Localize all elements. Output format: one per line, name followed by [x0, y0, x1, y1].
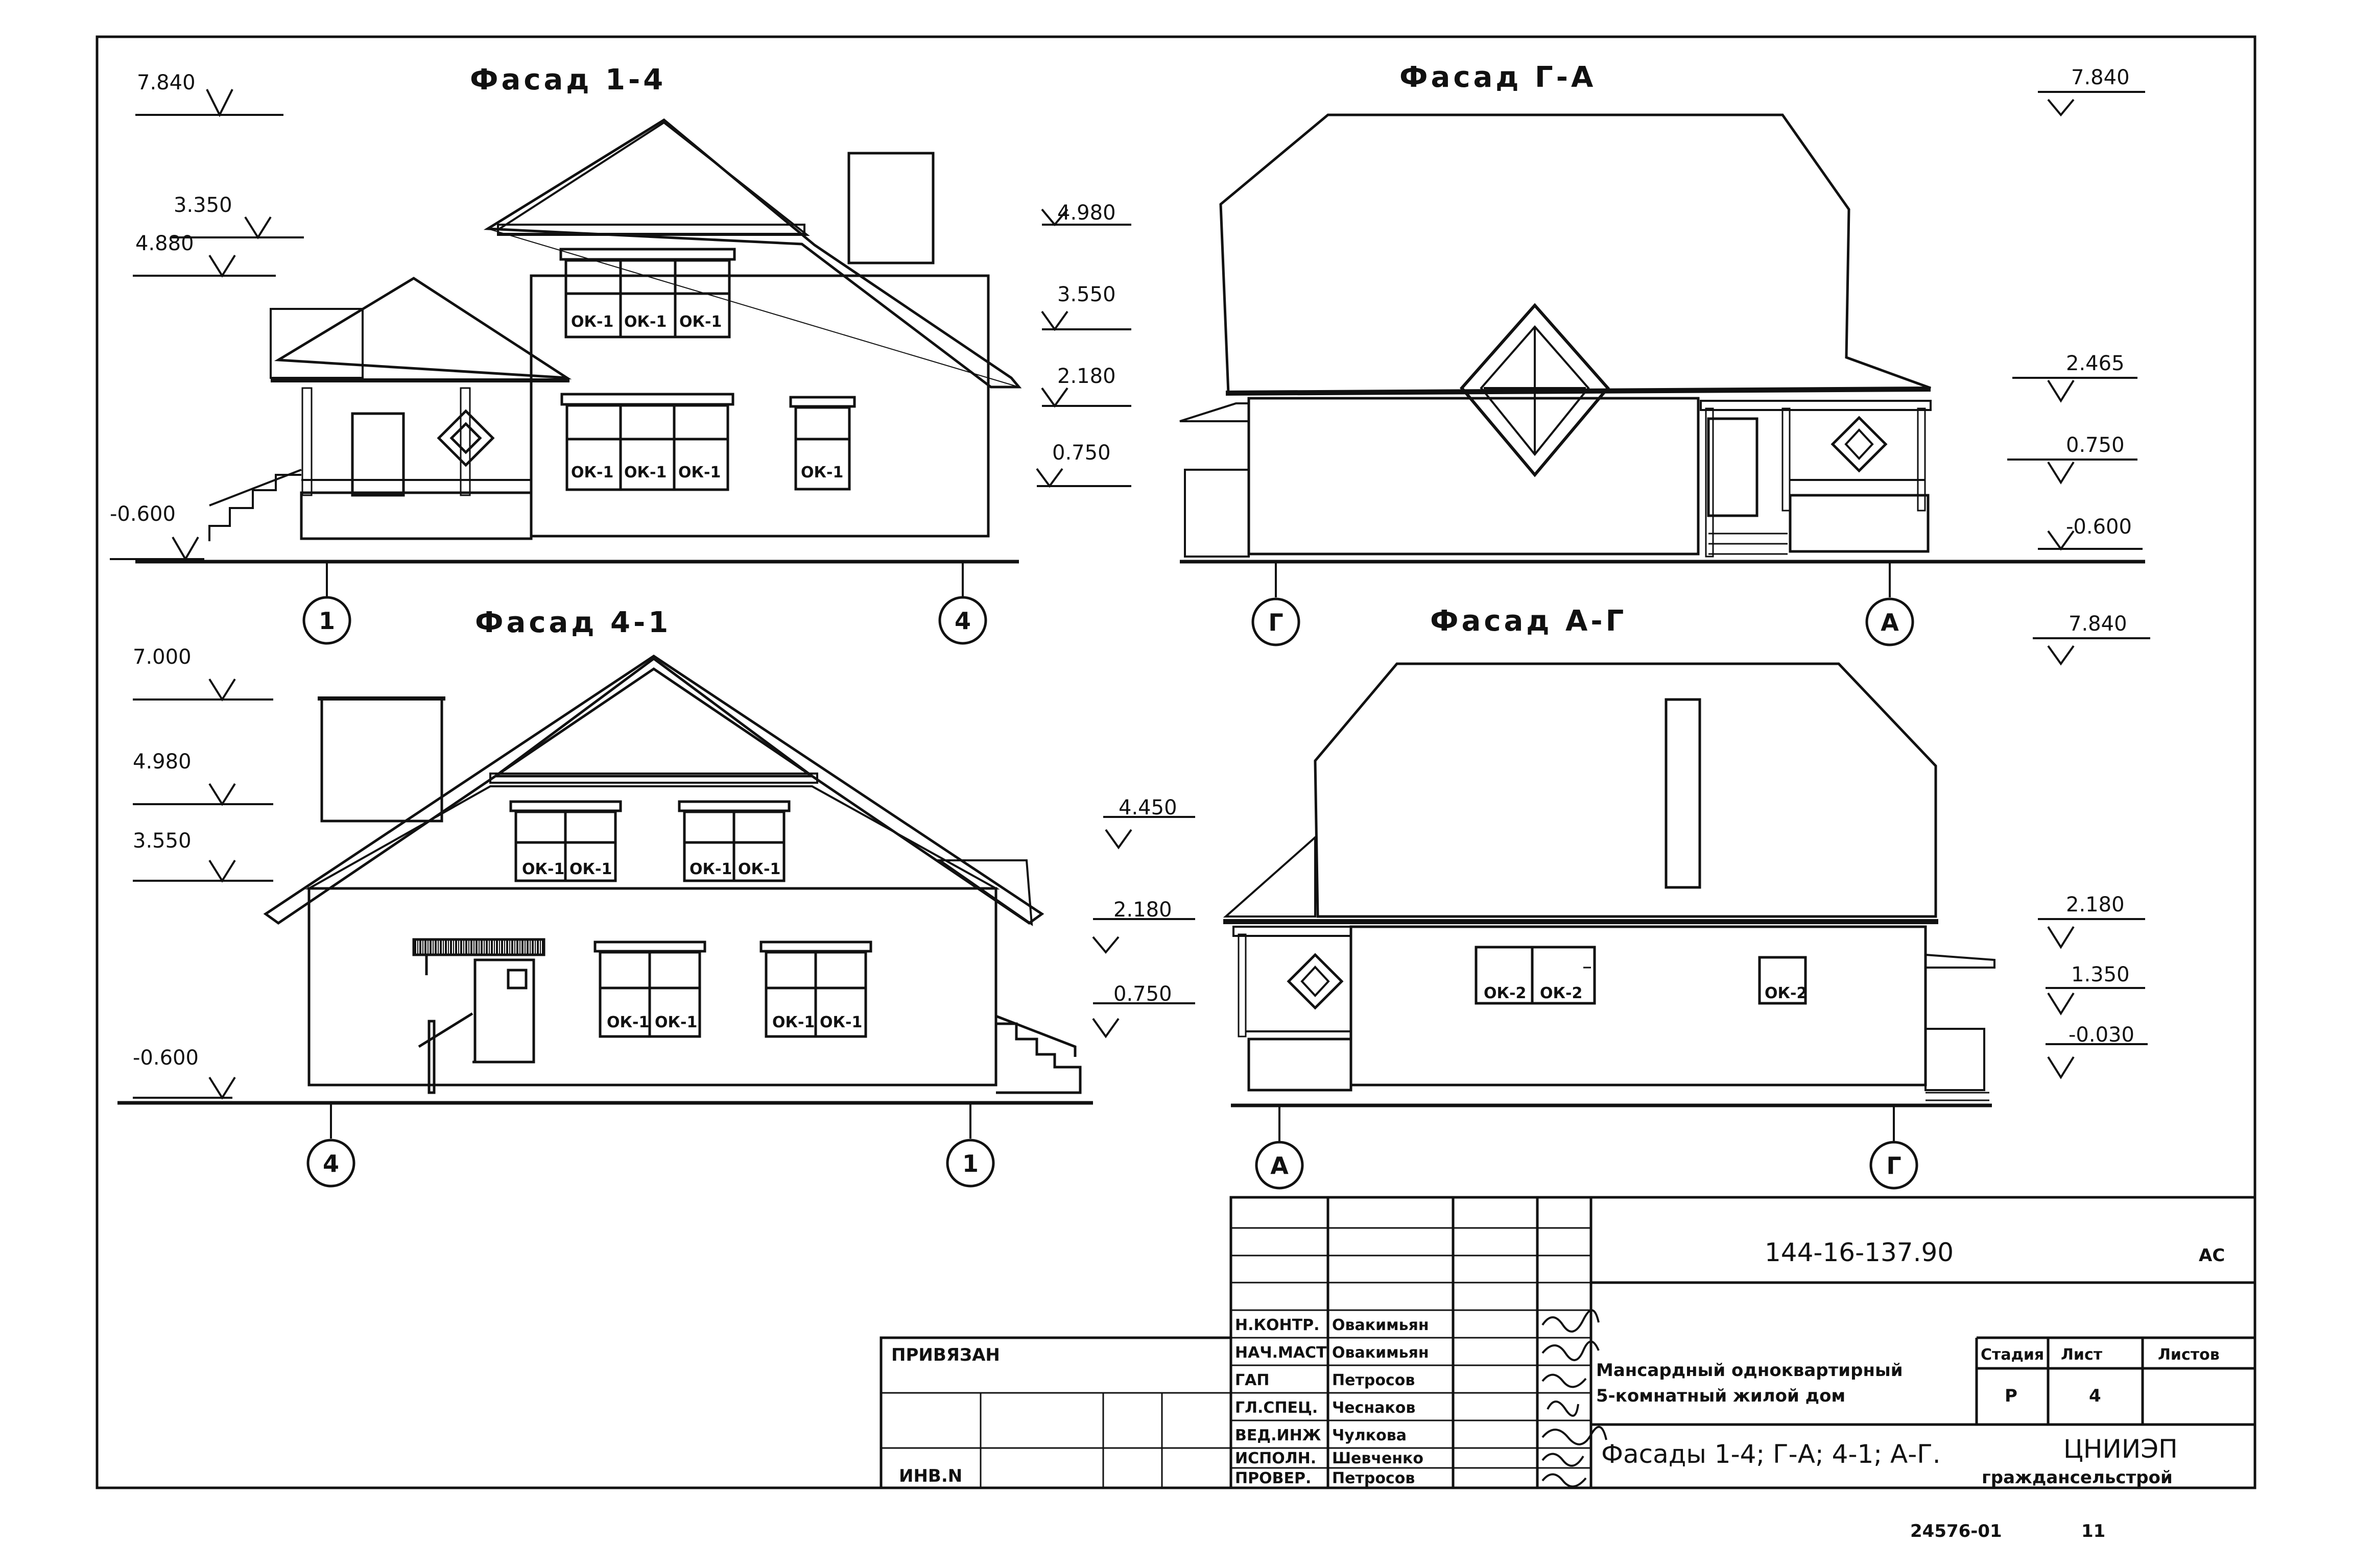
- facade-title: Фасад 4-1: [475, 606, 671, 639]
- level-mark: 0.750: [2066, 433, 2125, 457]
- drawing-title: Фасады 1-4; Г-А; 4-1; А-Г.: [1601, 1439, 1941, 1469]
- document-code: 144-16-137.90: [1765, 1238, 1954, 1267]
- stage-value: Р: [2005, 1386, 2017, 1406]
- level-mark: 2.180: [1113, 898, 1172, 922]
- level-mark: 4.450: [1119, 796, 1177, 819]
- document-mark: АС: [2199, 1245, 2225, 1266]
- role-label: ПРОВЕР.: [1235, 1469, 1311, 1487]
- level-mark: 3.550: [133, 829, 192, 853]
- sheet-value: 4: [2089, 1386, 2101, 1406]
- sheets-header: Листов: [2158, 1346, 2220, 1364]
- window-mark: ОК-1: [738, 860, 780, 878]
- axis-label: Г: [1886, 1152, 1901, 1179]
- level-mark: 4.980: [1057, 201, 1116, 225]
- role-label: НАЧ.МАСТ: [1235, 1344, 1327, 1362]
- level-mark: 4.880: [135, 232, 194, 255]
- role-label: ГЛ.СПЕЦ.: [1235, 1399, 1318, 1417]
- window-mark: ОК-2: [1540, 984, 1582, 1002]
- level-mark: 0.750: [1052, 441, 1111, 465]
- window-mark: ОК-1: [571, 464, 613, 481]
- facade-title: Фасад 1-4: [470, 63, 666, 97]
- person-name: Шевченко: [1332, 1450, 1423, 1467]
- level-mark: 7.840: [2071, 66, 2130, 89]
- role-label: ВЕД.ИНЖ: [1235, 1427, 1321, 1444]
- window-mark: ОК-1: [655, 1014, 697, 1031]
- stamp-left: 24576-01: [1910, 1521, 2002, 1541]
- level-mark: 2.180: [1057, 365, 1116, 388]
- signature-scribbles: [1541, 1309, 1607, 1488]
- facade-4-1: Фасад 4-1 ОК-1 ОК-1 ОК-1 ОК-1 ОК-1: [117, 606, 1195, 1188]
- person-name: Петросов: [1332, 1371, 1415, 1389]
- axis-label: А: [1881, 609, 1899, 636]
- level-mark: 2.180: [2066, 893, 2125, 916]
- window-mark: ОК-1: [820, 1014, 862, 1031]
- level-mark: -0.600: [133, 1046, 199, 1070]
- window-mark: ОК-1: [569, 860, 612, 878]
- window-mark: ОК-1: [679, 313, 722, 331]
- person-name: Петросов: [1332, 1469, 1415, 1487]
- inventory-label: ИНВ.N: [899, 1466, 962, 1486]
- window-mark: ОК-1: [772, 1014, 815, 1031]
- person-name: Чеснаков: [1332, 1399, 1415, 1417]
- level-mark: -0.600: [2066, 515, 2132, 539]
- level-mark: 4.980: [133, 750, 192, 774]
- facade-title: Фасад А-Г: [1430, 605, 1627, 638]
- stamp-right: 11: [2081, 1521, 2105, 1541]
- person-name: Чулкова: [1332, 1427, 1407, 1444]
- level-mark: 7.840: [2069, 612, 2127, 636]
- window-mark: ОК-1: [522, 860, 564, 878]
- level-mark: 1.350: [2071, 963, 2130, 986]
- level-mark: 0.750: [1113, 982, 1172, 1006]
- level-mark: -0.030: [2069, 1023, 2134, 1047]
- person-name: Овакимьян: [1332, 1316, 1429, 1334]
- facade-title: Фасад Г-А: [1399, 61, 1596, 94]
- window-mark: ОК-1: [624, 313, 667, 331]
- sheet-header: Лист: [2061, 1346, 2103, 1364]
- role-label: ИСПОЛН.: [1235, 1450, 1316, 1467]
- level-mark: 3.350: [174, 194, 232, 217]
- window-mark: ОК-2: [1484, 984, 1526, 1002]
- window-mark: ОК-1: [678, 464, 721, 481]
- level-mark: 3.550: [1057, 283, 1116, 306]
- axis-label: 4: [323, 1150, 339, 1177]
- level-mark: 7.840: [137, 71, 196, 94]
- window-mark: ОК-1: [607, 1014, 649, 1031]
- stage-header: Стадия: [1981, 1346, 2044, 1364]
- window-mark: ОК-1: [690, 860, 732, 878]
- object-title-line2: 5-комнатный жилой дом: [1596, 1386, 1845, 1406]
- axis-label: 1: [962, 1150, 979, 1177]
- window-mark: ОК-1: [571, 313, 613, 331]
- level-mark: 2.465: [2066, 352, 2125, 375]
- title-block: [880, 1196, 2256, 1489]
- object-title-line1: Мансардный одноквартирный: [1596, 1360, 1903, 1381]
- axis-label: 1: [319, 607, 335, 635]
- level-mark: -0.600: [110, 502, 176, 526]
- role-label: Н.КОНТР.: [1235, 1316, 1319, 1334]
- axis-label: 4: [955, 607, 971, 635]
- role-label: ГАП: [1235, 1371, 1269, 1389]
- person-name: Овакимьян: [1332, 1344, 1429, 1362]
- signature-rows: Н.КОНТР. Овакимьян НАЧ.МАСТ Овакимьян ГА…: [1235, 1316, 1429, 1487]
- level-mark: 7.000: [133, 645, 192, 669]
- axis-label: Г: [1268, 609, 1283, 636]
- organization-line2: граждансельстрой: [1982, 1467, 2173, 1488]
- window-mark: ОК-1: [624, 464, 667, 481]
- facade-g-a: Фасад Г-А Г А: [1179, 61, 2145, 646]
- axis-label: А: [1270, 1152, 1289, 1179]
- facade-a-g: Фасад А-Г ОК-2 ОК-2 ОК-2: [1223, 605, 2150, 1190]
- window-mark: ОК-2: [1765, 984, 1807, 1002]
- facade-1-4: Фасад 1-4: [110, 63, 1131, 645]
- bound-label: ПРИВЯЗАН: [891, 1345, 1000, 1365]
- window-mark: ОК-1: [801, 464, 843, 481]
- organization-line1: ЦНИИЭП: [2063, 1434, 2178, 1464]
